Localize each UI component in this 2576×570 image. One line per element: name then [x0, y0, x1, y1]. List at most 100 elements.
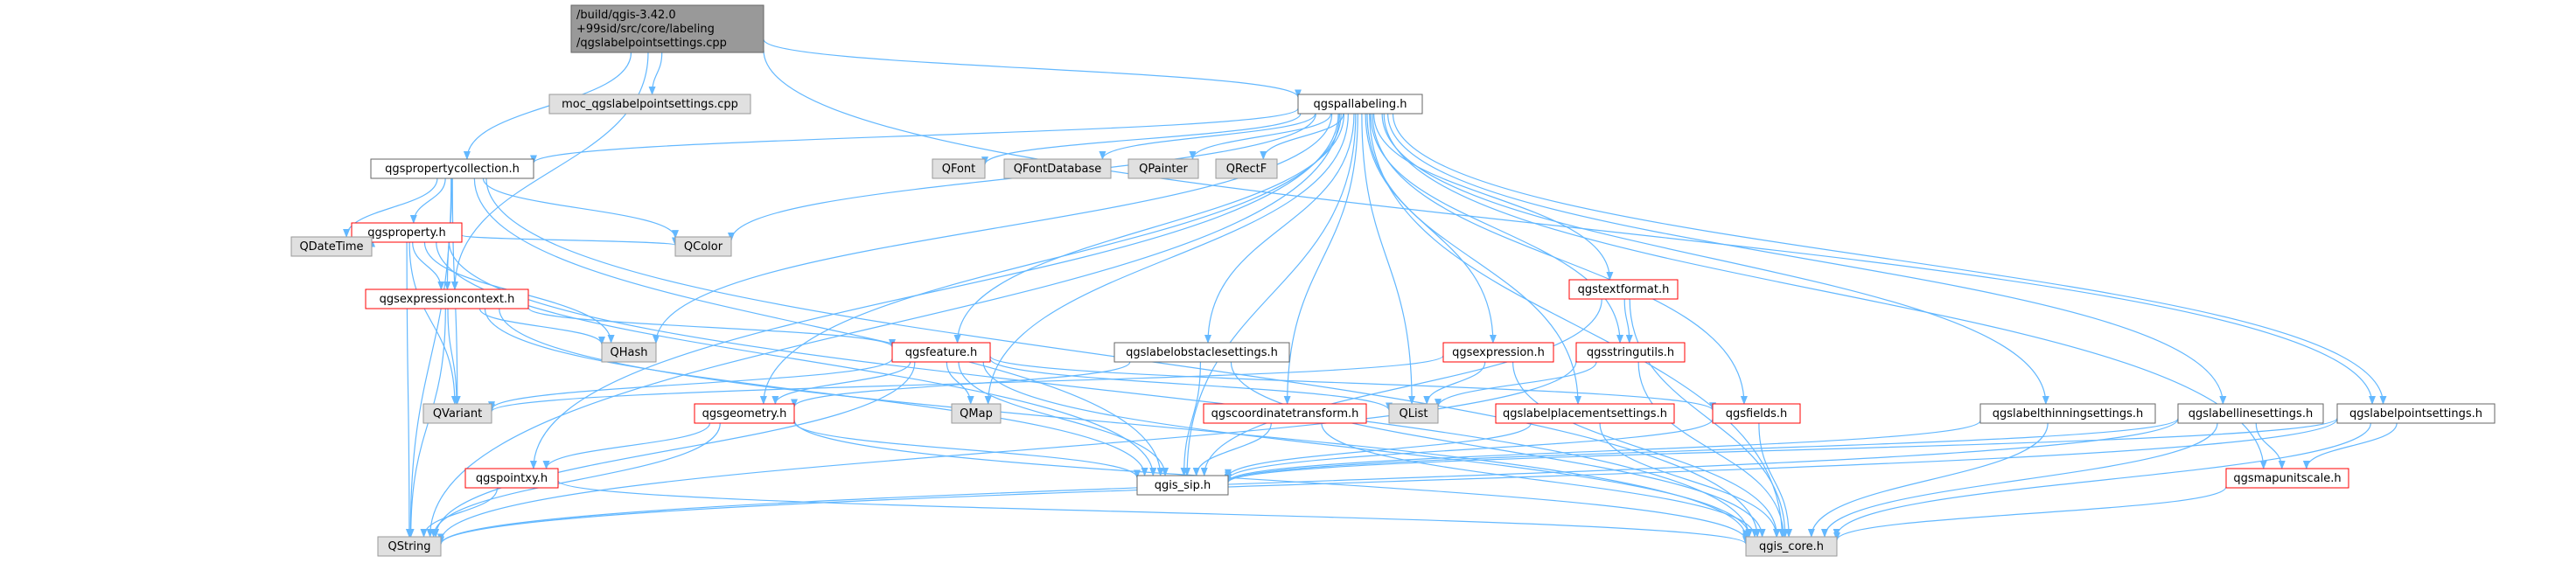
node-feature[interactable]: qgsfeature.h — [891, 342, 991, 363]
node-expression[interactable]: qgsexpression.h — [1442, 342, 1554, 363]
edge-mapunitscale-to-core — [1833, 486, 2227, 541]
edge-propcoll-to-qcolor — [482, 177, 679, 240]
node-label-qpainter: QPainter — [1139, 163, 1188, 176]
node-property[interactable]: qgsproperty.h — [351, 222, 463, 243]
edge-exprctx-to-qhash — [478, 308, 605, 345]
edge-pallabeling-to-obstacle — [1204, 113, 1355, 344]
edge-property-to-sip — [436, 241, 1157, 476]
edge-pallabeling-to-pointxy — [529, 113, 1339, 469]
node-label-pallabeling: qgspallabeling.h — [1313, 98, 1407, 111]
node-propcoll[interactable]: qgspropertycollection.h — [370, 158, 534, 179]
node-qfont[interactable]: QFont — [932, 158, 986, 179]
edge-root-to-pointsettings — [763, 50, 2376, 405]
node-box-qpainter — [1127, 158, 1199, 179]
node-textformat[interactable]: qgstextformat.h — [1568, 279, 1679, 300]
node-box-mapunitscale — [2225, 468, 2349, 489]
node-linesettings[interactable]: qgslabellinesettings.h — [2177, 403, 2324, 424]
node-obstacle[interactable]: qgslabelobstaclesettings.h — [1113, 342, 1290, 363]
node-box-sip — [1136, 475, 1229, 496]
node-fields[interactable]: qgsfields.h — [1712, 403, 1801, 424]
node-box-moc — [548, 94, 751, 115]
edge-pallabeling-to-qpainter — [1189, 113, 1332, 160]
node-pallabeling[interactable]: qgspallabeling.h — [1297, 94, 1423, 115]
edge-feature-to-qstring — [432, 361, 916, 538]
edge-coordtrans-to-sip — [1192, 422, 1272, 476]
node-thinning[interactable]: qgslabelthinningsettings.h — [1979, 403, 2156, 424]
edge-pallabeling-to-coordtrans — [1283, 113, 1358, 405]
node-qstring[interactable]: QString — [377, 536, 442, 557]
node-stringutils[interactable]: qgsstringutils.h — [1575, 342, 1686, 363]
node-box-qlist — [1388, 403, 1439, 424]
node-label-mapunitscale: qgsmapunitscale.h — [2233, 472, 2341, 485]
node-qvariant[interactable]: QVariant — [422, 403, 492, 424]
edge-textformat-to-sip — [1200, 298, 1602, 476]
edge-pallabeling-to-linesettings — [1387, 113, 2227, 405]
node-label-qfont: QFont — [942, 163, 976, 176]
node-moc[interactable]: moc_qgslabelpointsettings.cpp — [548, 94, 751, 115]
node-box-qhash — [601, 342, 657, 363]
edge-geometry-to-sip — [793, 421, 1141, 479]
edge-pallabeling-to-feature — [953, 113, 1345, 344]
node-box-pointsettings — [2336, 403, 2496, 424]
node-sip[interactable]: qgis_sip.h — [1136, 475, 1229, 496]
node-placement[interactable]: qgslabelplacementsettings.h — [1495, 403, 1675, 424]
node-exprctx[interactable]: qgsexpressioncontext.h — [365, 288, 529, 309]
node-label-coordtrans: qgscoordinatetransform.h — [1211, 407, 1359, 421]
edge-pointsettings-to-core — [1833, 422, 2371, 538]
edge-pallabeling-to-qmap — [984, 113, 1349, 405]
edge-textformat-to-stringutils — [1623, 298, 1633, 344]
node-pointxy[interactable]: qgspointxy.h — [464, 468, 559, 489]
node-pointsettings[interactable]: qgslabelpointsettings.h — [2336, 403, 2496, 424]
edge-property-to-qcolor — [461, 234, 679, 247]
edge-feature-to-qmap — [946, 361, 974, 405]
node-label-stringutils: qgsstringutils.h — [1587, 346, 1674, 359]
node-label-qmap: QMap — [960, 407, 993, 421]
node-label-qstring: QString — [387, 540, 430, 553]
node-label-qcolor: QColor — [684, 240, 723, 254]
node-box-qmap — [951, 403, 1002, 424]
edge-feature-to-qvariant — [488, 358, 893, 411]
edge-textformat-to-core — [1629, 298, 1789, 538]
node-coordtrans[interactable]: qgscoordinatetransform.h — [1203, 403, 1367, 424]
edge-pallabeling-to-textformat — [1373, 113, 1614, 281]
node-qdatetime[interactable]: QDateTime — [290, 236, 373, 257]
node-label-qvariant: QVariant — [433, 407, 482, 421]
node-qmap[interactable]: QMap — [951, 403, 1002, 424]
node-box-qfontdb — [1003, 158, 1112, 179]
node-label-pointsettings: qgslabelpointsettings.h — [2349, 407, 2482, 421]
nodes-layer: /build/qgis-3.42.0+99sid/src/core/labeli… — [290, 4, 2496, 557]
edges-layer — [343, 38, 2398, 546]
node-qfontdb[interactable]: QFontDatabase — [1003, 158, 1112, 179]
node-label-core: qgis_core.h — [1759, 540, 1824, 553]
node-box-pallabeling — [1297, 94, 1423, 115]
node-mapunitscale[interactable]: qgsmapunitscale.h — [2225, 468, 2349, 489]
node-qlist[interactable]: QList — [1388, 403, 1439, 424]
node-geometry[interactable]: qgsgeometry.h — [694, 403, 795, 424]
edge-obstacle-to-sip — [1180, 361, 1202, 476]
node-root[interactable]: /build/qgis-3.42.0+99sid/src/core/labeli… — [570, 4, 764, 53]
node-qrectf[interactable]: QRectF — [1215, 158, 1278, 179]
node-box-qstring — [377, 536, 442, 557]
edge-feature-to-qlist — [989, 358, 1393, 412]
node-box-thinning — [1979, 403, 2156, 424]
node-label-root: +99sid/src/core/labeling — [576, 23, 715, 36]
edge-root-to-pallabeling — [763, 38, 1302, 99]
node-qcolor[interactable]: QColor — [674, 236, 732, 257]
node-core[interactable]: qgis_core.h — [1745, 536, 1838, 557]
edge-pallabeling-to-qlist — [1361, 113, 1416, 405]
node-label-placement: qgslabelplacementsettings.h — [1503, 407, 1667, 421]
node-label-moc: moc_qgslabelpointsettings.cpp — [562, 98, 738, 111]
edge-linesettings-to-sip — [1225, 418, 2179, 483]
node-label-sip: qgis_sip.h — [1155, 479, 1211, 492]
edge-linesettings-to-core — [1821, 422, 2218, 538]
node-label-geometry: qgsgeometry.h — [702, 407, 787, 421]
node-qhash[interactable]: QHash — [601, 342, 657, 363]
node-label-feature: qgsfeature.h — [905, 346, 978, 359]
edge-property-to-qvariant — [408, 241, 458, 405]
node-qpainter[interactable]: QPainter — [1127, 158, 1199, 179]
edge-obstacle-to-core — [1230, 361, 1766, 538]
edge-pallabeling-to-qhash — [653, 113, 1333, 344]
node-label-qhash: QHash — [611, 346, 648, 359]
edge-pallabeling-to-qfontdb — [1099, 113, 1316, 160]
node-label-exprctx: qgsexpressioncontext.h — [380, 293, 515, 306]
